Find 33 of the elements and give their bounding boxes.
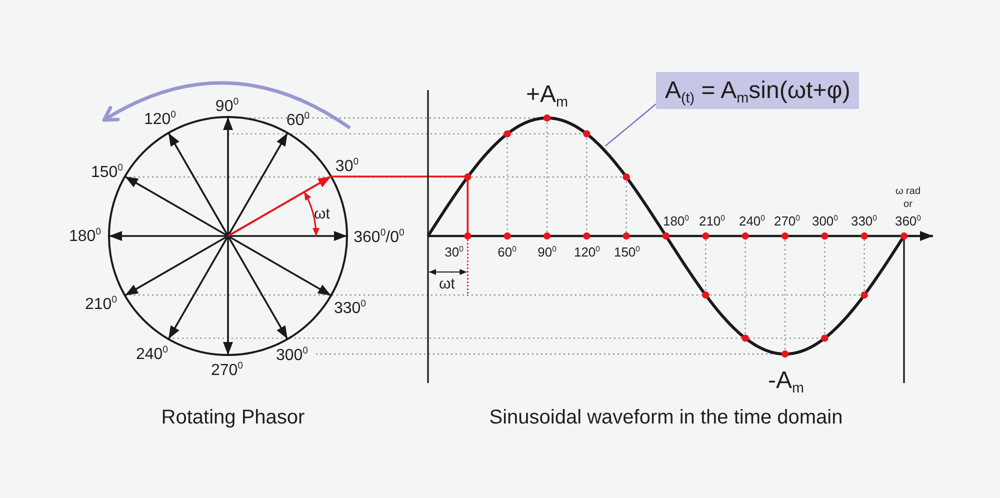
angle-label: ωt bbox=[314, 205, 330, 223]
axis-note: ω rad or bbox=[894, 185, 922, 211]
tick-label: 270$^{0}$ bbox=[774, 214, 800, 230]
tick-label: 30$^{0}$ bbox=[444, 246, 464, 260]
angle-label: 120$^{0}$ bbox=[144, 110, 176, 130]
tick-label: 330$^{0}$ bbox=[850, 214, 878, 230]
tick-label: 60$^{0}$ bbox=[498, 246, 516, 260]
dimension-label: ωt bbox=[439, 275, 455, 293]
angle-label: 30$^{0}$ bbox=[335, 158, 359, 176]
caption: Sinusoidal waveform in the time domain bbox=[489, 406, 843, 430]
angle-label: 270$^{0}$ bbox=[210, 362, 244, 380]
leader-line bbox=[604, 104, 656, 147]
angle-label: 240$^{0}$ bbox=[136, 346, 168, 364]
angle-label: 360$^{0}$/0$^{0}$ bbox=[354, 228, 404, 248]
formula-box: A$_{(t)}$ = A$_{m}$sin(ωt+φ) bbox=[656, 72, 860, 109]
tick-label: 90$^{0}$ bbox=[538, 246, 556, 260]
caption: Rotating Phasor bbox=[161, 406, 305, 430]
tick-label: 180$^{0}$ bbox=[662, 214, 690, 230]
tick-label: 240$^{0}$ bbox=[738, 214, 766, 230]
angle-label: 210$^{0}$ bbox=[84, 296, 118, 314]
angle-label: 60$^{0}$ bbox=[286, 112, 310, 130]
tick-label: 120$^{0}$ bbox=[574, 246, 600, 260]
angle-label: 180$^{0}$ bbox=[68, 228, 102, 246]
tick-label: 150$^{0}$ bbox=[614, 246, 640, 260]
tick-label: 210$^{0}$ bbox=[698, 214, 726, 230]
angle-label: 330$^{0}$ bbox=[334, 300, 366, 318]
angle-label: 150$^{0}$ bbox=[90, 164, 124, 182]
amplitude-label: -A$_{m}$ bbox=[768, 367, 804, 395]
angle-label: 300$^{0}$ bbox=[276, 346, 308, 366]
amplitude-label: +A$_{m}$ bbox=[526, 81, 568, 109]
angle-label: 90$^{0}$ bbox=[215, 98, 239, 116]
tick-label: 300$^{0}$ bbox=[812, 214, 838, 230]
tick-label: 360$^{0}$ bbox=[894, 214, 922, 230]
